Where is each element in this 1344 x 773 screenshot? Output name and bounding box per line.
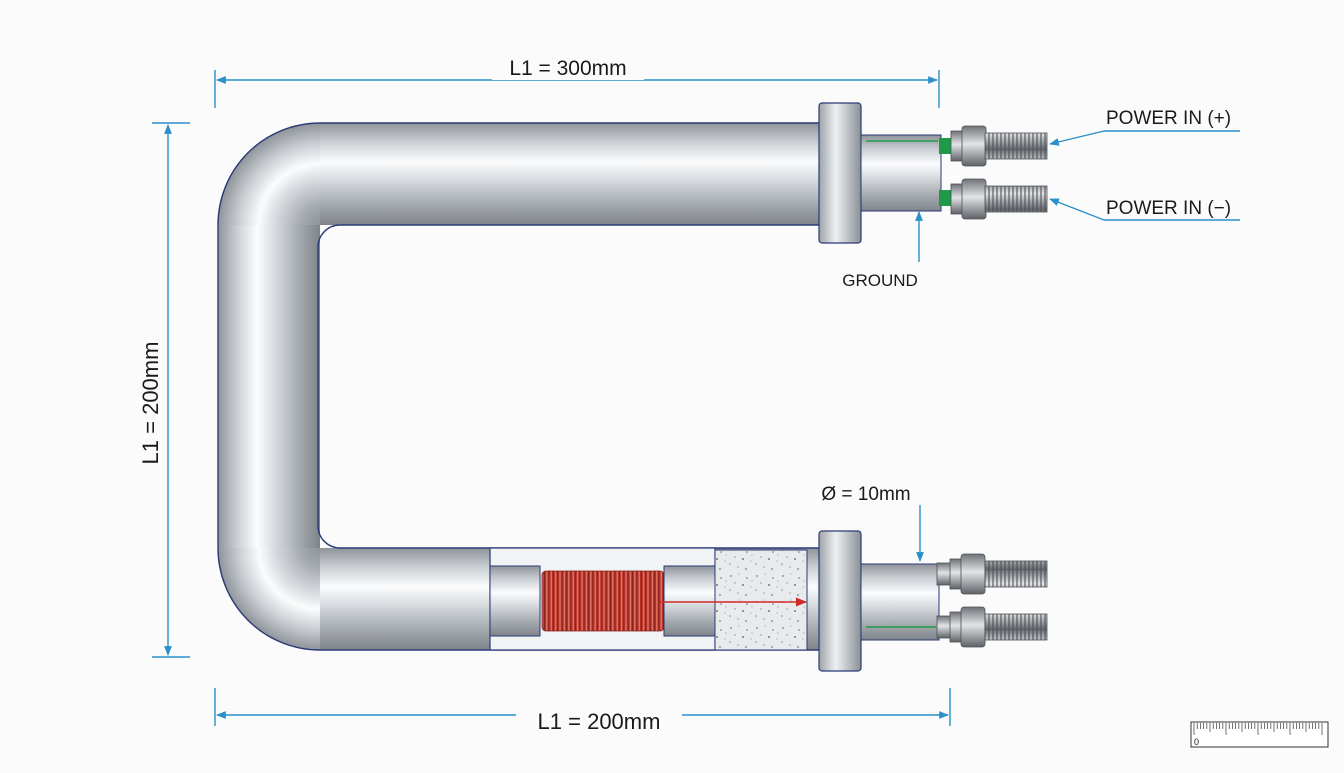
top-bend [218,123,320,225]
top-length-label: L1 = 300mm [509,57,626,80]
callout-ground: GROUND [842,211,923,290]
bottom-lower-spacer [949,611,963,643]
callout-leader [1049,130,1105,146]
top-terminal-body [860,134,942,212]
dimension-left: L1 = 200mm [138,122,190,658]
bottom-terminal-body [860,563,940,641]
dimension-top: L1 = 300mm [214,54,940,108]
negative-threaded-stud [984,185,1048,213]
tube-inner-outline [317,224,825,549]
bottom-upper-threaded-stud [984,560,1048,588]
ruler-zero-label: 0 [1194,737,1199,747]
bottom-upper-nut [960,553,986,595]
tube-outer-outline [217,122,825,651]
ground-label: GROUND [842,271,918,290]
positive-insulator [939,138,951,154]
mgo-insulation-powder [714,549,808,651]
negative-washer [950,183,964,215]
power-in-positive-label: POWER IN (+) [1106,108,1231,129]
negative-nut [961,178,987,220]
diameter-label: Ø = 10mm [821,484,910,505]
inner-conductor-left [489,565,541,637]
top-mounting-flange [818,102,862,244]
heating-coil [541,570,665,632]
scale-ruler: 0 [1190,721,1329,748]
bottom-upper-washer [936,562,952,586]
inner-conductor-right [663,565,716,637]
positive-washer [950,130,964,162]
dimension-bottom: L1 = 200mm [214,688,951,734]
top-terminal-assembly [818,102,1048,244]
bottom-lower-threaded-stud [984,613,1048,641]
positive-threaded-stud [984,132,1048,160]
bottom-upper-spacer [949,558,963,590]
bottom-mounting-flange [818,530,862,672]
top-straight-tube [320,123,825,225]
negative-insulator [939,190,951,206]
callout-power-negative: POWER IN (−) [1049,198,1240,221]
ruler-ticks [1193,723,1323,735]
bottom-lower-washer [936,615,952,639]
callout-power-positive: POWER IN (+) [1049,108,1240,146]
bottom-bend [218,548,320,650]
bottom-length-label: L1 = 200mm [538,709,661,734]
side-length-label: L1 = 200mm [138,342,163,465]
positive-nut [961,125,987,167]
callout-leader [1049,198,1105,221]
cutaway-section [489,547,808,651]
left-vertical-tube [218,225,320,548]
label-backdrop [492,54,644,80]
bottom-terminal-assembly [818,530,1048,672]
bottom-lower-nut [960,606,986,648]
ruler-body [1190,721,1329,748]
dimension-diameter: Ø = 10mm [821,484,924,562]
power-in-negative-label: POWER IN (−) [1106,198,1231,219]
